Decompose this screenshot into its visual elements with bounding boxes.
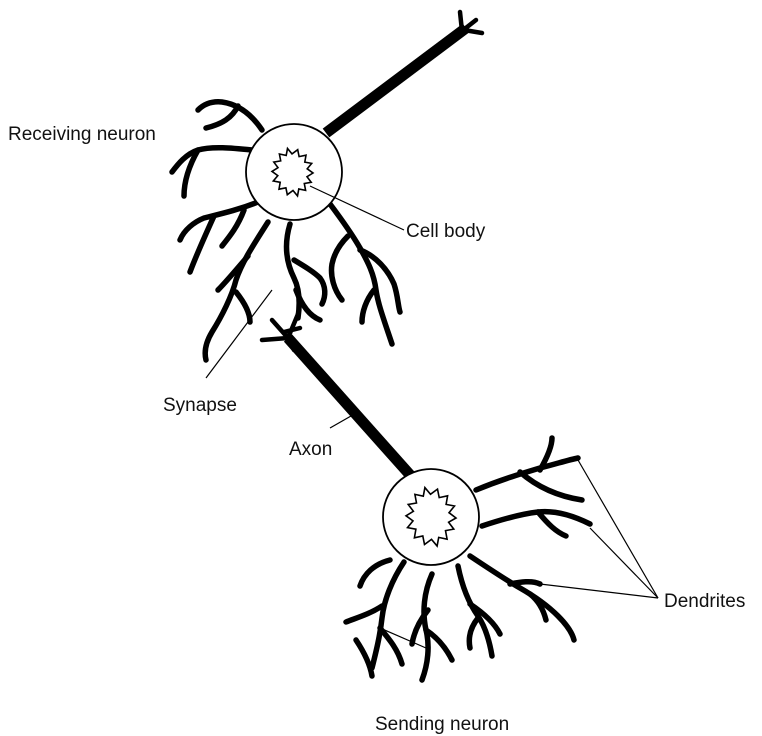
label-axon: Axon — [289, 439, 332, 460]
synapse-leader — [206, 290, 272, 378]
label-synapse: Synapse — [163, 395, 237, 416]
receiving-neuron-axon-terminal — [460, 12, 482, 33]
label-receiving-neuron: Receiving neuron — [8, 124, 156, 145]
dendrites-leader-1 — [578, 460, 658, 598]
sending-neuron-dendrites — [346, 438, 590, 680]
dendrites-leader-3 — [540, 584, 658, 598]
sending-neuron — [262, 314, 590, 680]
label-sending-neuron: Sending neuron — [375, 714, 509, 735]
label-cell-body: Cell body — [406, 221, 486, 242]
receiving-neuron — [172, 12, 482, 360]
label-dendrites: Dendrites — [664, 591, 745, 612]
receiving-neuron-axon — [326, 28, 466, 133]
